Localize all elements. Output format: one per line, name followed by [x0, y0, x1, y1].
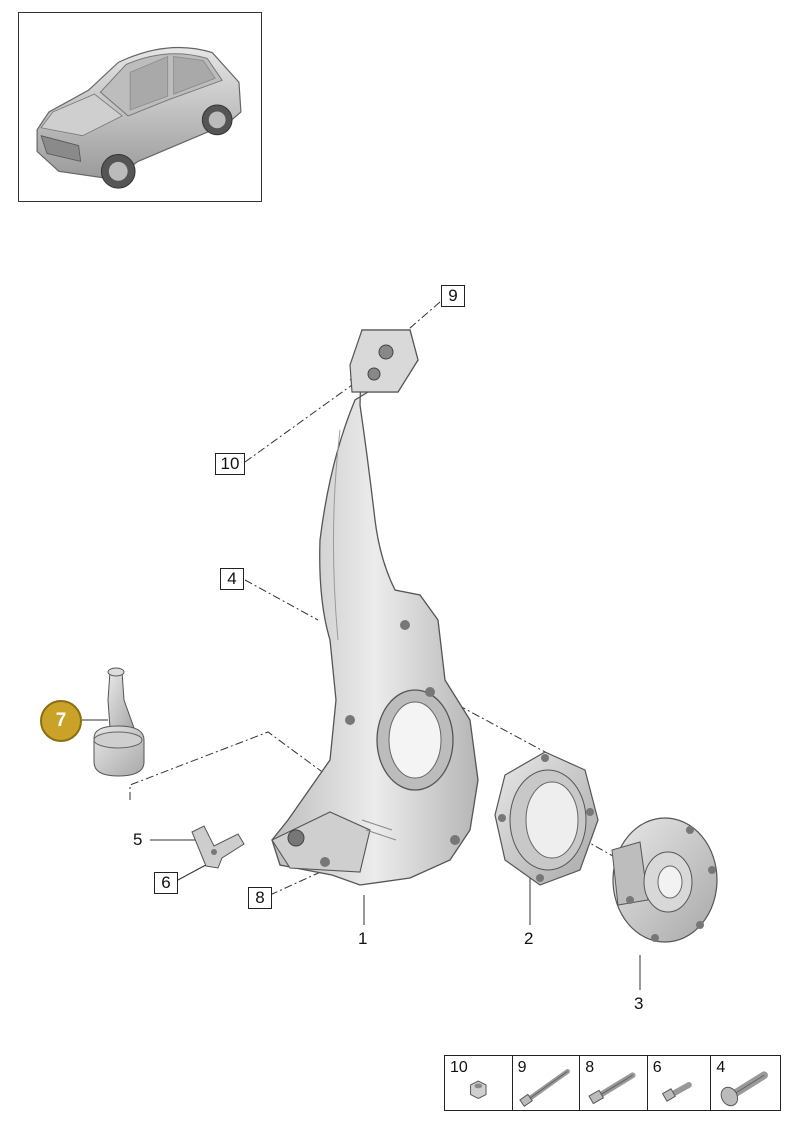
callout-10[interactable]: 10	[215, 453, 245, 475]
legend-item-4[interactable]: 4	[711, 1056, 780, 1110]
legend-label: 10	[450, 1059, 468, 1076]
bolt-icon	[588, 1072, 636, 1105]
legend-label: 9	[517, 1059, 527, 1076]
legend-item-8[interactable]: 8	[580, 1056, 648, 1110]
legend-item-9[interactable]: 9	[513, 1056, 581, 1110]
legend-label: 4	[716, 1059, 726, 1076]
ball-joint-part	[93, 667, 145, 777]
callout-2[interactable]: 2	[524, 929, 534, 948]
long-bolt-icon	[518, 1069, 570, 1107]
wheel-bearing-part	[494, 751, 599, 886]
short-screw-icon	[661, 1082, 692, 1102]
legend-label: 6	[652, 1059, 662, 1076]
callout-4[interactable]: 4	[220, 568, 244, 590]
legend-item-10[interactable]: 10	[445, 1056, 513, 1110]
fastener-legend: 10 9 8 6 4	[444, 1055, 781, 1111]
callout-9[interactable]: 9	[441, 285, 465, 307]
suv-car-icon	[36, 46, 242, 189]
callout-6[interactable]: 6	[154, 872, 178, 894]
vehicle-thumbnail	[18, 12, 262, 202]
callout-7-highlighted[interactable]: 7	[40, 700, 82, 742]
legend-label: 8	[585, 1059, 595, 1076]
wheel-hub-part	[611, 817, 718, 943]
abs-sensor-part	[191, 825, 245, 869]
callout-3[interactable]: 3	[634, 994, 644, 1013]
steering-knuckle-part	[271, 329, 479, 886]
legend-item-6[interactable]: 6	[648, 1056, 712, 1110]
flange-bolt-icon	[721, 1071, 769, 1107]
callout-1[interactable]: 1	[358, 929, 368, 948]
nut-icon	[470, 1080, 487, 1099]
callout-5[interactable]: 5	[133, 830, 143, 849]
callout-8[interactable]: 8	[248, 887, 272, 909]
